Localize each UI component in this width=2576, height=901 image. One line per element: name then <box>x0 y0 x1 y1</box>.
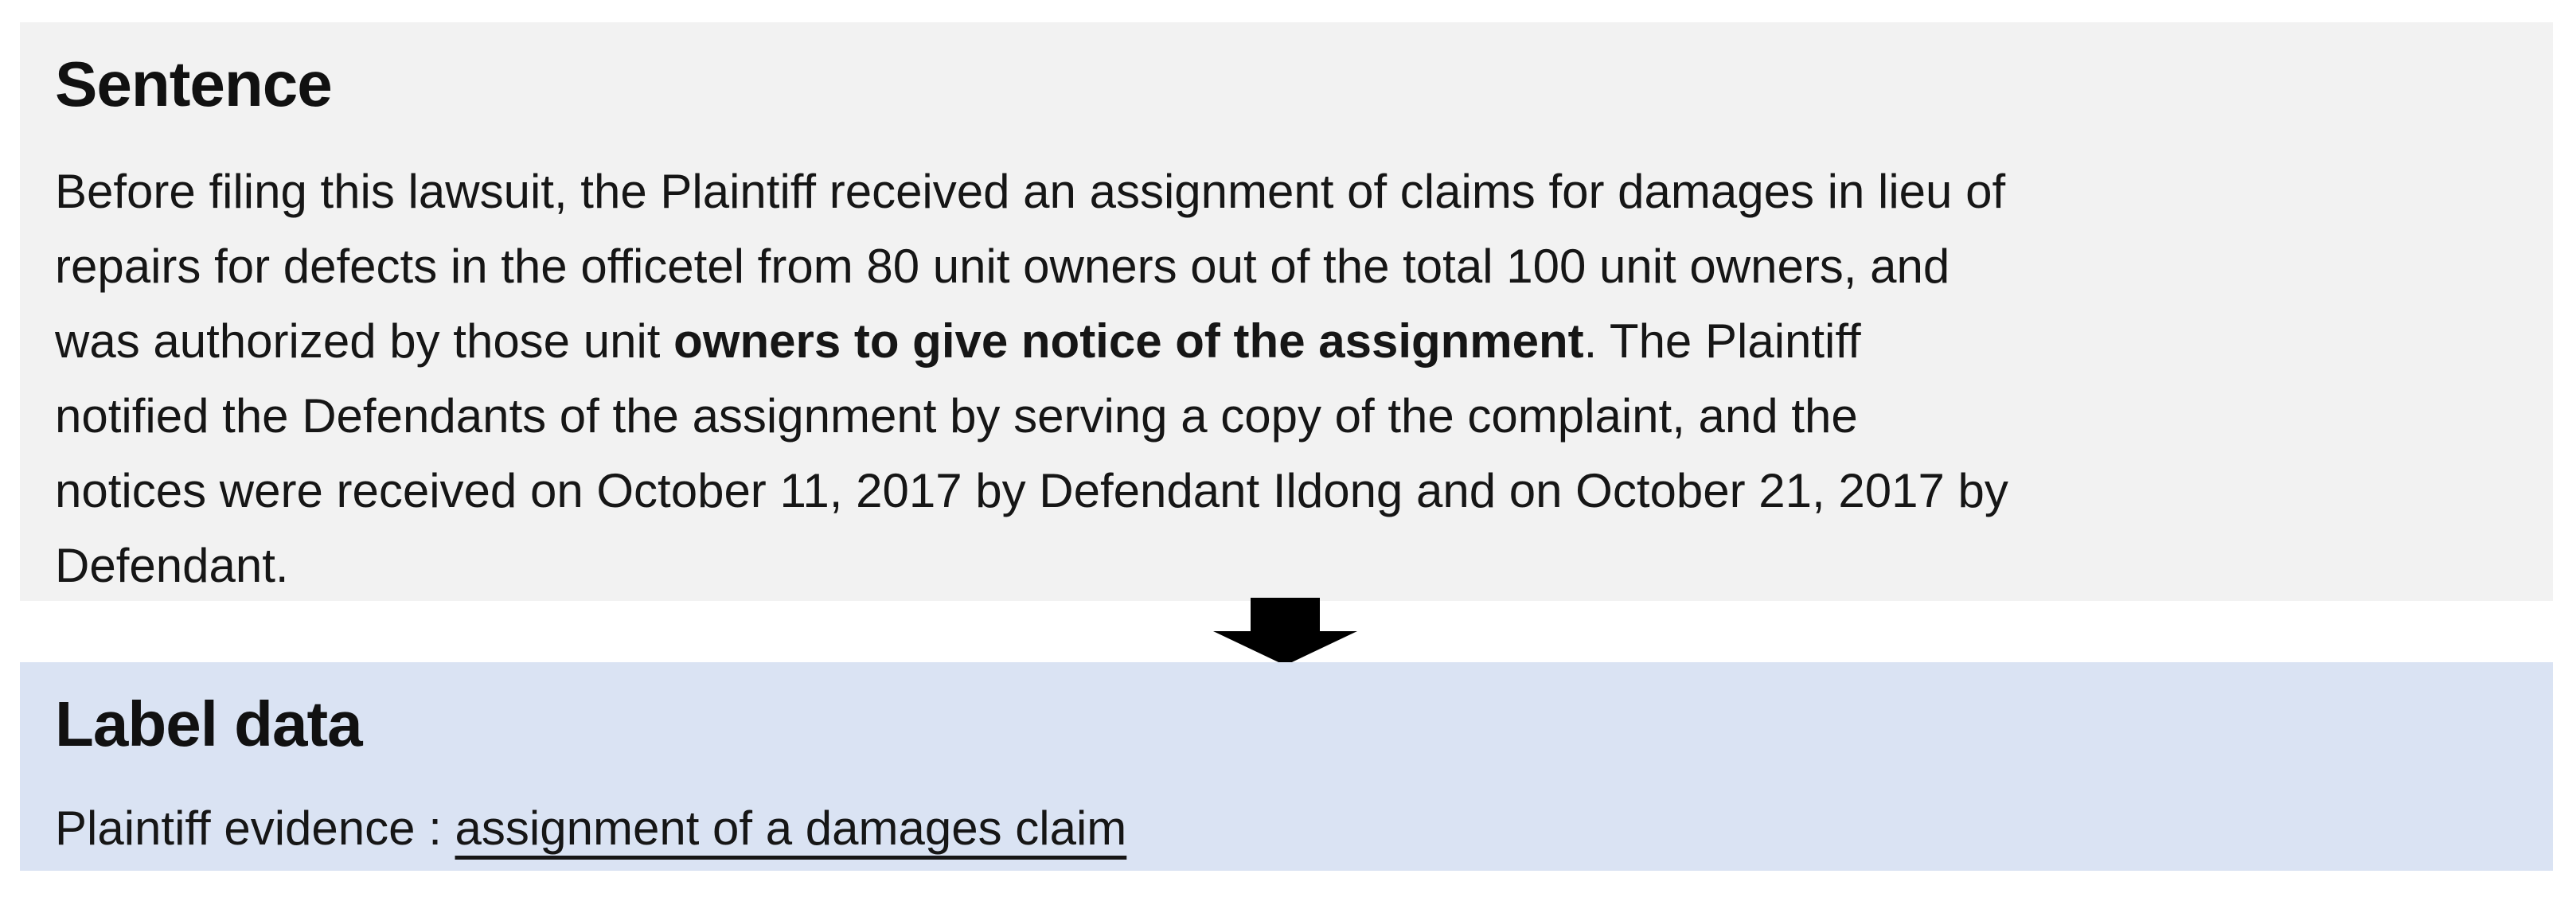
label-box: Label data Plaintiff evidence : assignme… <box>20 662 2553 871</box>
sentence-text-segment: notified the Defendants of the assignmen… <box>55 389 1858 443</box>
sentence-box-title: Sentence <box>55 49 333 119</box>
sentence-line: Defendant. <box>55 529 2518 603</box>
sentence-text-segment: repairs for defects in the officetel fro… <box>55 240 1950 293</box>
label-value: assignment of a damages claim <box>455 802 1127 855</box>
sentence-line: notices were received on October 11, 201… <box>55 454 2518 529</box>
label-line: Plaintiff evidence : assignment of a dam… <box>55 791 2518 866</box>
label-box-title: Label data <box>55 688 363 759</box>
down-arrow-icon <box>1211 598 1362 666</box>
down-arrow-shape <box>1213 598 1357 665</box>
sentence-line: notified the Defendants of the assignmen… <box>55 379 2518 454</box>
label-prefix: Plaintiff evidence : <box>55 802 455 855</box>
sentence-line: Before filing this lawsuit, the Plaintif… <box>55 154 2518 229</box>
sentence-text-segment: was authorized by those unit <box>55 314 674 368</box>
sentence-text-segment: Defendant. <box>55 539 289 592</box>
sentence-text-segment: Before filing this lawsuit, the Plaintif… <box>55 165 2006 218</box>
sentence-paragraph: Before filing this lawsuit, the Plaintif… <box>55 154 2518 603</box>
sentence-bold-segment: owners to give notice of the assignment <box>673 314 1584 368</box>
sentence-text-segment: notices were received on October 11, 201… <box>55 464 2008 517</box>
sentence-line: was authorized by those unit owners to g… <box>55 304 2518 379</box>
sentence-box: Sentence Before filing this lawsuit, the… <box>20 22 2553 601</box>
sentence-line: repairs for defects in the officetel fro… <box>55 229 2518 304</box>
sentence-text-segment: . The Plaintiff <box>1583 314 1861 368</box>
